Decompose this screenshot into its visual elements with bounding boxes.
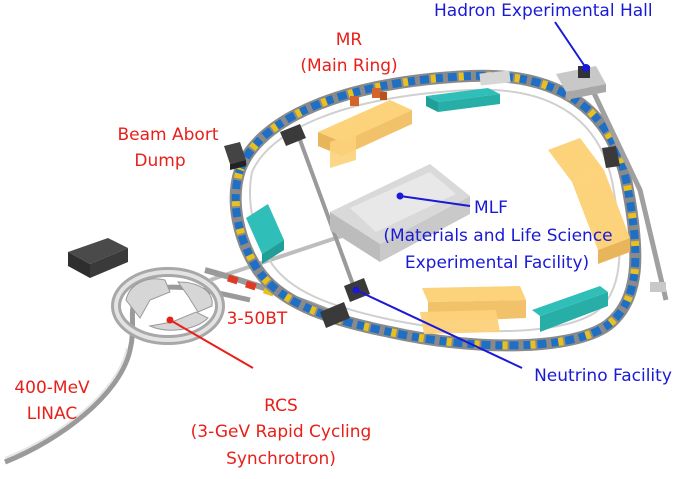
rcs-pointer-dot [166, 316, 174, 324]
rcs-pointer [169, 319, 254, 369]
rcs-label-line2: (3-GeV Rapid Cycling [191, 422, 372, 442]
rcs-ring [111, 267, 225, 345]
abort-label-line2: Dump [134, 151, 185, 171]
rcs-label-line3: Synchrotron) [226, 449, 336, 469]
mlf-building [330, 164, 470, 262]
mr-top-structures [350, 88, 387, 106]
hadron-hall-building [556, 66, 606, 100]
right-small-box [650, 282, 666, 292]
mlf-pointer [399, 195, 471, 207]
pointer-lines [166, 21, 590, 369]
neutrino-pointer [355, 289, 523, 369]
linac-label-line1: 400-MeV [14, 378, 90, 398]
mr-top-grey-box [479, 70, 511, 86]
beam-abort-dump-building [224, 142, 246, 170]
abort-label-line1: Beam Abort [118, 125, 219, 145]
mr-power-buildings [246, 88, 630, 334]
mlf-label-line2: (Materials and Life Science [383, 226, 612, 246]
rcs-label-line1: RCS [264, 396, 298, 416]
mr-label-line1: MR [336, 30, 363, 50]
neutrino-label: Neutrino Facility [534, 366, 672, 386]
mr-dark-blocks [280, 124, 620, 328]
hadron-beamline [581, 70, 669, 301]
mr-to-neutrino-beamline [298, 139, 357, 291]
mlf-label-line3: Experimental Facility) [405, 253, 589, 273]
hadron-pointer-dot [582, 64, 590, 72]
mr-label-line2: (Main Ring) [300, 56, 397, 76]
bt-label: 3-50BT [227, 309, 288, 329]
linac-label-line2: LINAC [27, 404, 77, 424]
neutrino-pointer-dot [352, 286, 360, 294]
mlf-label-line1: MLF [474, 198, 508, 218]
mlf-pointer-dot [396, 192, 404, 200]
hadron-pointer [554, 21, 587, 69]
linac-building [68, 238, 128, 278]
hadron-label: Hadron Experimental Hall [434, 1, 653, 21]
